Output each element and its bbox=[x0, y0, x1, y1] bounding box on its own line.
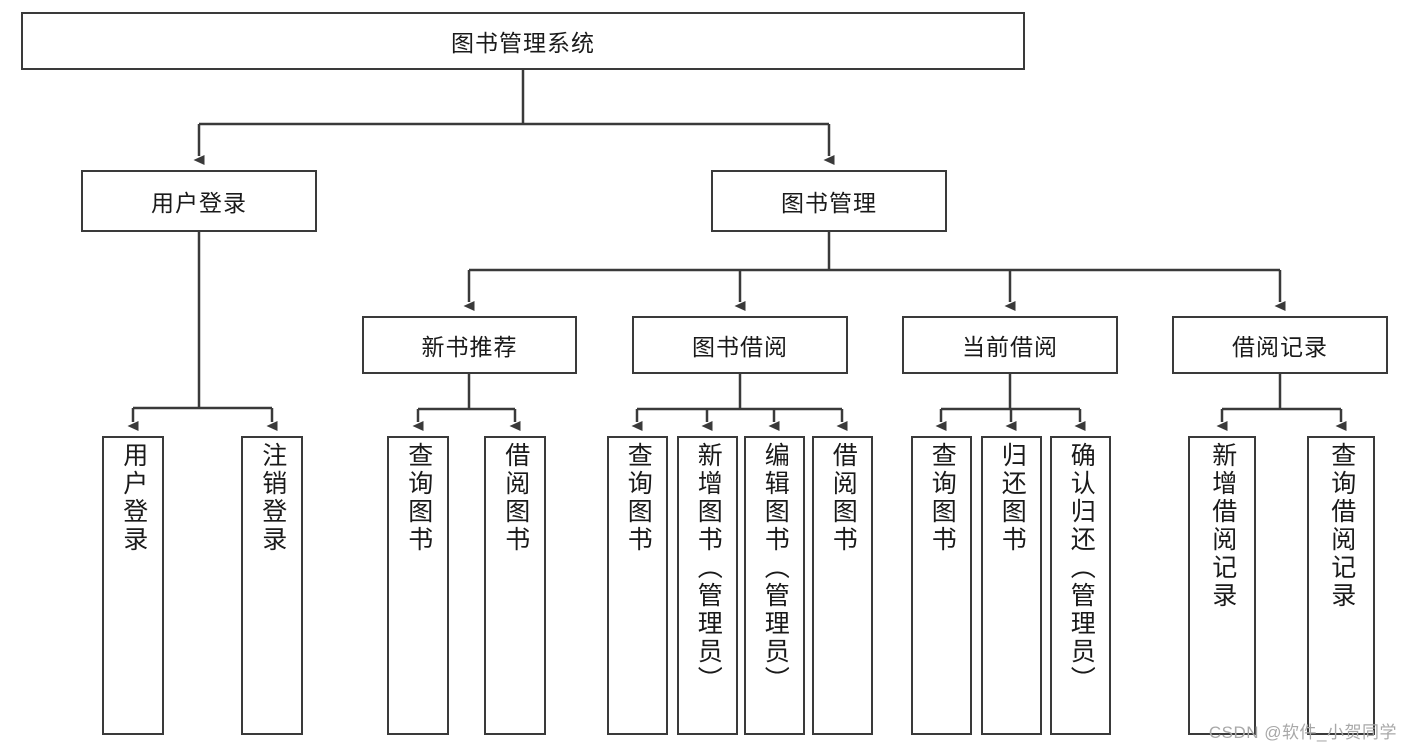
node-label: 用户登录 bbox=[151, 190, 247, 216]
node-leaf-9[interactable]: 归还图书 bbox=[981, 436, 1042, 735]
node-leaf-1[interactable]: 注销登录 bbox=[241, 436, 303, 735]
node-leaf-7[interactable]: 借阅图书 bbox=[812, 436, 873, 735]
node-level2-2[interactable]: 当前借阅 bbox=[902, 316, 1118, 374]
node-leaf-6[interactable]: 编辑图书（管理员） bbox=[744, 436, 805, 735]
node-label: 查询借阅记录 bbox=[1327, 442, 1356, 610]
node-label: 查询图书 bbox=[404, 442, 433, 554]
node-label: 借阅记录 bbox=[1232, 334, 1328, 360]
node-label: 图书管理系统 bbox=[451, 30, 595, 56]
node-label: 借阅图书 bbox=[501, 442, 530, 554]
node-root[interactable]: 图书管理系统 bbox=[21, 12, 1025, 70]
node-leaf-3[interactable]: 借阅图书 bbox=[484, 436, 546, 735]
node-label: 用户登录 bbox=[119, 442, 148, 554]
node-leaf-11[interactable]: 新增借阅记录 bbox=[1188, 436, 1256, 735]
node-label: 借阅图书 bbox=[829, 442, 858, 554]
node-leaf-8[interactable]: 查询图书 bbox=[911, 436, 972, 735]
node-label: 确认归还（管理员） bbox=[1067, 442, 1096, 694]
node-level2-1[interactable]: 图书借阅 bbox=[632, 316, 848, 374]
node-label: 查询图书 bbox=[624, 442, 653, 554]
node-leaf-0[interactable]: 用户登录 bbox=[102, 436, 164, 735]
node-leaf-5[interactable]: 新增图书（管理员） bbox=[677, 436, 738, 735]
node-label: 图书借阅 bbox=[692, 334, 788, 360]
node-label: 查询图书 bbox=[928, 442, 957, 554]
node-level2-0[interactable]: 新书推荐 bbox=[362, 316, 577, 374]
node-label: 新书推荐 bbox=[421, 334, 518, 360]
node-label: 编辑图书（管理员） bbox=[761, 442, 790, 694]
node-level1-1[interactable]: 图书管理 bbox=[711, 170, 947, 232]
node-leaf-12[interactable]: 查询借阅记录 bbox=[1307, 436, 1375, 735]
node-label: 注销登录 bbox=[258, 442, 287, 554]
node-level1-0[interactable]: 用户登录 bbox=[81, 170, 317, 232]
watermark: CSDN @软件_小贺同学 bbox=[1208, 723, 1397, 742]
node-label: 新增借阅记录 bbox=[1208, 442, 1237, 610]
node-label: 当前借阅 bbox=[962, 334, 1058, 360]
node-leaf-2[interactable]: 查询图书 bbox=[387, 436, 449, 735]
node-label: 归还图书 bbox=[998, 442, 1027, 554]
node-label: 新增图书（管理员） bbox=[694, 442, 723, 694]
node-label: 图书管理 bbox=[781, 190, 877, 216]
node-leaf-4[interactable]: 查询图书 bbox=[607, 436, 668, 735]
node-level2-3[interactable]: 借阅记录 bbox=[1172, 316, 1388, 374]
node-leaf-10[interactable]: 确认归还（管理员） bbox=[1050, 436, 1111, 735]
